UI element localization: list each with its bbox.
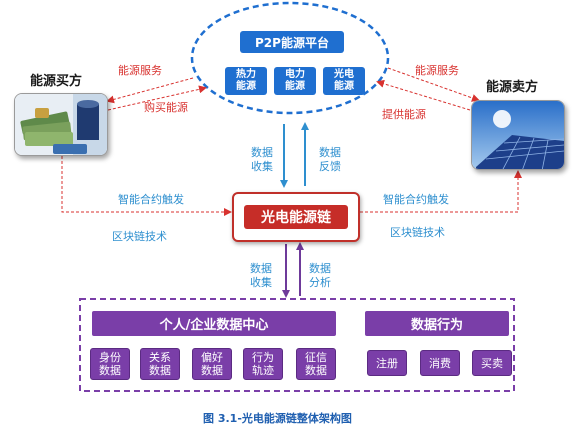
energy-chain-title: 光电能源链	[244, 205, 348, 229]
solar-panel-illustration	[472, 101, 564, 169]
lower-analysis-label: 数据 分析	[309, 262, 331, 289]
data-behavior-item-register: 注册	[367, 350, 407, 376]
buyer-title: 能源买方	[30, 74, 83, 89]
platform-item-heat: 热力 能源	[225, 67, 267, 95]
money-illustration	[15, 94, 107, 155]
figure-caption: 图 3.1-光电能源链整体架构图	[203, 412, 352, 425]
data-center-item-identity: 身份 数据	[90, 348, 130, 380]
seller-chain-link	[360, 170, 522, 213]
data-center-item-credit: 征信 数据	[296, 348, 336, 380]
buyer-buy-arrow	[107, 85, 207, 111]
data-container	[79, 298, 515, 392]
seller-title: 能源卖方	[486, 80, 539, 95]
platform-item-solar: 光电 能源	[323, 67, 365, 95]
energy-chain-box: 光电能源链	[232, 192, 360, 242]
data-center-item-preference: 偏好 数据	[192, 348, 232, 380]
lower-collect-label: 数据 收集	[250, 262, 272, 289]
upper-collect-label: 数据 收集	[251, 146, 273, 173]
upper-feedback-label: 数据 反馈	[319, 146, 341, 173]
right-blockchain-label: 区块链技术	[390, 226, 445, 239]
buyer-chain-link	[61, 156, 232, 216]
data-center-item-trajectory: 行为 轨迹	[243, 348, 283, 380]
seller-service-arrow	[387, 67, 480, 102]
right-provide-label: 提供能源	[382, 108, 426, 121]
data-behavior-item-trade: 买卖	[472, 350, 512, 376]
platform-ellipse	[190, 1, 390, 115]
data-behavior-item-consume: 消费	[420, 350, 460, 376]
left-service-label: 能源服务	[118, 64, 162, 77]
right-trigger-label: 智能合约触发	[383, 193, 449, 206]
left-buy-label: 购买能源	[144, 101, 188, 114]
seller-provide-arrow	[376, 79, 471, 111]
right-service-label: 能源服务	[415, 64, 459, 77]
data-behavior-title: 数据行为	[365, 311, 509, 336]
data-center-item-relation: 关系 数据	[140, 348, 180, 380]
seller-image	[471, 100, 565, 170]
left-blockchain-label: 区块链技术	[112, 230, 167, 243]
buyer-image	[14, 93, 108, 156]
platform-title: P2P能源平台	[240, 31, 344, 53]
left-trigger-label: 智能合约触发	[118, 193, 184, 206]
buyer-service-arrow	[106, 77, 194, 104]
platform-item-electric: 电力 能源	[274, 67, 316, 95]
data-center-title: 个人/企业数据中心	[92, 311, 336, 336]
